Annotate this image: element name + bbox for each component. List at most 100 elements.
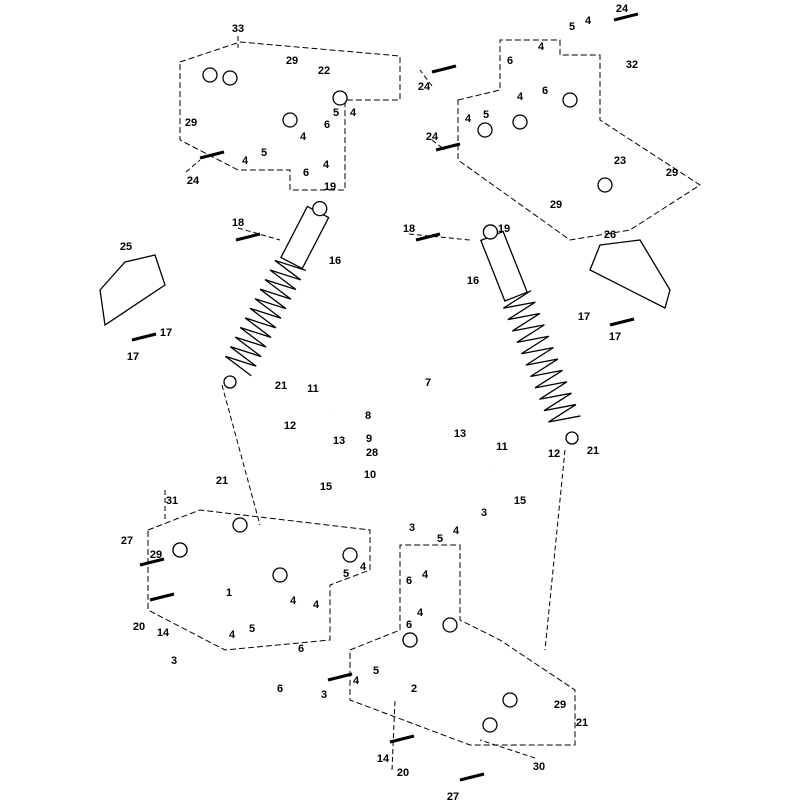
callout-16: 16 (329, 255, 341, 267)
bolt-part (431, 64, 457, 74)
callout-21: 21 (587, 445, 599, 457)
bolt-part (459, 772, 485, 782)
callout-4: 4 (353, 675, 360, 687)
callout-6: 6 (298, 643, 304, 655)
callout-25: 25 (120, 241, 132, 253)
callout-14: 14 (157, 627, 170, 639)
callout-27: 27 (447, 791, 459, 800)
callout-6: 6 (406, 575, 412, 587)
callout-6: 6 (542, 85, 548, 97)
callout-4: 4 (350, 107, 357, 119)
bolt-part (235, 232, 261, 242)
callout-20: 20 (133, 621, 145, 633)
leader-line (419, 69, 433, 87)
callout-4: 4 (300, 131, 307, 143)
lower-right-a-arm (402, 617, 518, 733)
callout-17: 17 (127, 351, 139, 363)
callout-13: 13 (454, 428, 466, 440)
callout-4: 4 (422, 569, 429, 581)
callout-32: 32 (626, 59, 638, 71)
callout-4: 4 (242, 155, 249, 167)
callout-24: 24 (187, 175, 200, 187)
bolt-part (149, 592, 175, 602)
callout-13: 13 (333, 435, 345, 447)
left-shock-absorber (223, 200, 330, 389)
right-a-arm-guard (589, 239, 671, 309)
callout-19: 19 (324, 181, 336, 193)
callout-29: 29 (150, 549, 162, 561)
callout-3: 3 (321, 689, 327, 701)
callout-4: 4 (585, 15, 592, 27)
callout-23: 23 (614, 155, 626, 167)
callout-17: 17 (160, 327, 172, 339)
callout-5: 5 (333, 107, 339, 119)
lower-left-a-arm (172, 517, 358, 583)
callout-12: 12 (284, 420, 296, 432)
callout-4: 4 (313, 599, 320, 611)
bolt-part (435, 142, 461, 152)
callout-5: 5 (437, 533, 443, 545)
bolt-part (139, 557, 165, 567)
callout-29: 29 (185, 117, 197, 129)
callout-21: 21 (576, 717, 588, 729)
callout-4: 4 (229, 629, 236, 641)
callout-18: 18 (232, 217, 244, 229)
callout-27: 27 (121, 535, 133, 547)
group-33-outline (179, 41, 401, 191)
callout-29: 29 (286, 55, 298, 67)
group-31-outline (147, 509, 371, 651)
callout-6: 6 (406, 619, 412, 631)
callout-15: 15 (514, 495, 526, 507)
callout-29: 29 (550, 199, 562, 211)
bolt-part (415, 232, 441, 242)
assembly-group-outlines (147, 39, 701, 746)
callout-7: 7 (425, 377, 431, 389)
callout-20: 20 (397, 767, 409, 779)
leader-line (391, 699, 396, 771)
leader-line (479, 739, 536, 759)
callout-6: 6 (277, 683, 283, 695)
callout-4: 4 (323, 159, 330, 171)
callout-29: 29 (666, 167, 678, 179)
leader-line (221, 384, 261, 526)
bolt-part (131, 332, 157, 342)
callout-6: 6 (303, 167, 309, 179)
callout-11: 11 (496, 441, 508, 453)
callout-30: 30 (533, 761, 545, 773)
callout-14: 14 (377, 753, 390, 765)
callout-21: 21 (216, 475, 228, 487)
callout-5: 5 (373, 665, 379, 677)
bolt-part (613, 12, 639, 22)
leader-line (237, 227, 281, 241)
callout-24: 24 (616, 3, 629, 15)
callout-11: 11 (307, 383, 319, 395)
callout-5: 5 (249, 623, 255, 635)
callout-6: 6 (324, 119, 330, 131)
callout-12: 12 (548, 448, 560, 460)
leader-lines (164, 36, 566, 771)
leader-line (408, 233, 471, 241)
callout-3: 3 (171, 655, 177, 667)
callout-29: 29 (554, 699, 566, 711)
callout-33: 33 (232, 23, 244, 35)
callout-24: 24 (418, 81, 431, 93)
callout-4: 4 (360, 561, 367, 573)
callout-5: 5 (483, 109, 489, 121)
leader-line (185, 159, 201, 173)
upper-left-a-arm (202, 67, 348, 128)
bolt-part (327, 672, 353, 682)
group-30-outline (349, 544, 576, 746)
callout-26: 26 (604, 229, 616, 241)
callout-5: 5 (261, 147, 267, 159)
bolt-part (199, 150, 225, 160)
callout-2: 2 (411, 683, 417, 695)
callout-4: 4 (417, 607, 424, 619)
parts-drawings (99, 12, 671, 782)
callout-16: 16 (467, 275, 479, 287)
callout-6: 6 (507, 55, 513, 67)
callout-4: 4 (517, 91, 524, 103)
callout-17: 17 (609, 331, 621, 343)
callout-19: 19 (498, 223, 510, 235)
